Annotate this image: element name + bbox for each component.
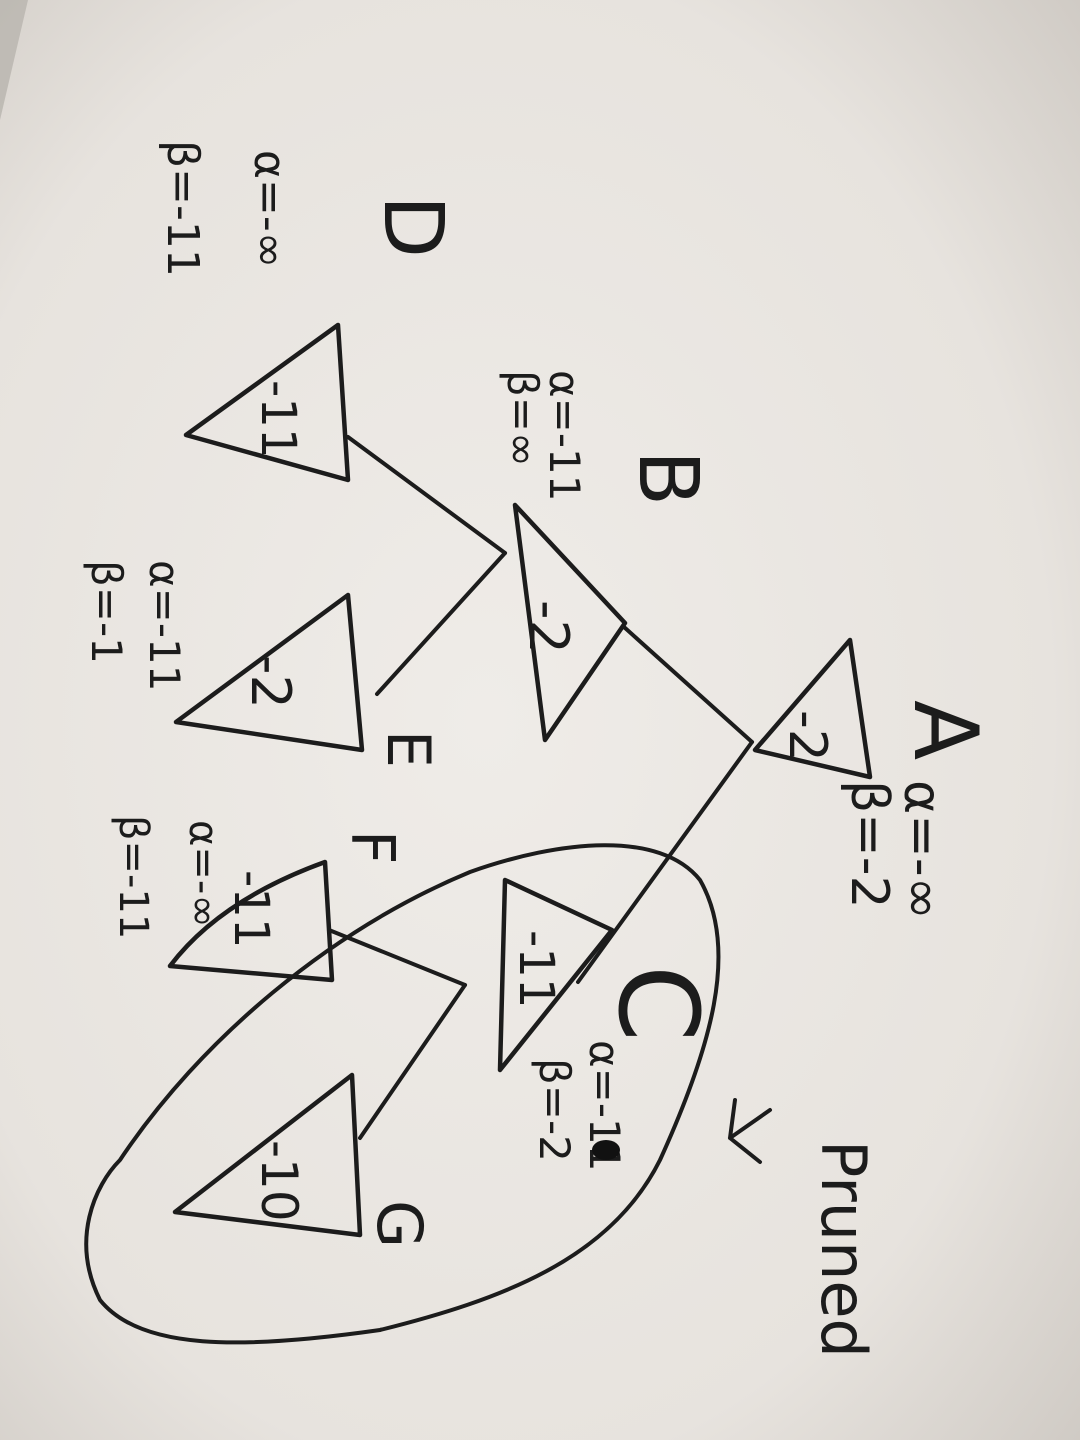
node-d-value: -11 (250, 380, 306, 458)
edge-b-d (346, 435, 507, 555)
node-e-letter: E (373, 730, 443, 768)
edge-c-f (327, 928, 467, 987)
node-g-value: -10 (250, 1140, 308, 1222)
node-b-triangle (512, 502, 628, 743)
node-b-value: -2 (517, 600, 580, 654)
edge-b-e (375, 551, 507, 696)
node-g-triangle (172, 1072, 363, 1238)
node-c-beta: β=-2 (530, 1058, 579, 1162)
node-a-value: -2 (777, 710, 837, 762)
node-g-letter: G (363, 1200, 436, 1248)
node-a-alpha: α=-∞ (892, 780, 952, 920)
pruned-region (84, 843, 772, 1345)
node-a-beta: β=-2 (839, 780, 899, 909)
edge-a-b (622, 625, 754, 744)
ink-blot (592, 1140, 620, 1160)
pruned-region-outline (84, 843, 721, 1345)
node-d-letter: D (365, 195, 460, 258)
node-e-value: -2 (239, 655, 302, 709)
node-e-beta: β=-1 (82, 560, 131, 664)
node-f-value: -11 (223, 870, 279, 948)
node-d-alpha: α=-∞ (244, 150, 295, 268)
node-e-alpha: α=-11 (140, 560, 189, 691)
node-f-beta: β=-11 (110, 815, 156, 939)
node-d-beta: β=-11 (157, 140, 208, 277)
node-a-letter: A (894, 700, 997, 760)
paper-fold-shadow (0, 0, 28, 120)
node-f-alpha: α=-∞ (180, 820, 226, 928)
node-a-triangle (752, 637, 873, 780)
node-b-beta: β=∞ (498, 370, 547, 467)
node-b-alpha: α=-11 (540, 370, 589, 501)
edge-a-c (576, 740, 754, 984)
node-e-triangle (173, 592, 365, 753)
node-c-triangle (497, 877, 615, 1073)
node-f-triangle (167, 859, 335, 983)
tree-node-shapes (167, 322, 873, 1238)
edge-c-g (358, 983, 467, 1140)
pruned-label: Pruned (807, 1140, 880, 1358)
node-b-letter: B (620, 450, 715, 506)
node-f-letter: F (337, 830, 407, 865)
tree-edges (327, 435, 754, 1140)
node-c-letter: C (594, 965, 722, 1042)
node-c-value: -11 (508, 930, 564, 1008)
pruned-arrow-icon (728, 1098, 772, 1164)
node-d-triangle (183, 322, 351, 483)
tree-node-labels: A -2 α=-∞ β=-2 B -2 α=-11 β=∞ C -11 α=-1… (82, 140, 997, 1248)
